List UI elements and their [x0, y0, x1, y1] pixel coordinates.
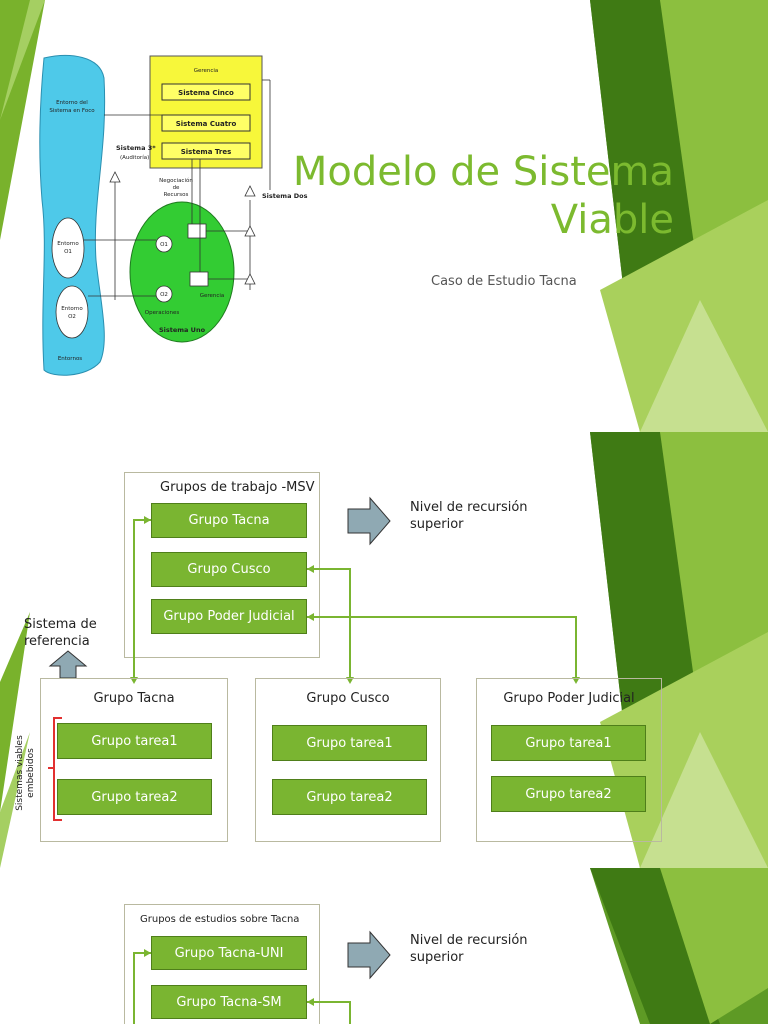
green-facet-decoration: [590, 868, 768, 1024]
box-grupo-tarea2: Grupo tarea2: [491, 776, 646, 812]
svg-text:Entorno: Entorno: [61, 306, 83, 312]
box-grupo-tarea1: Grupo tarea1: [272, 725, 427, 761]
connector-lines: [133, 930, 391, 1024]
box-grupo-tacna-sm: Grupo Tacna-SM: [151, 985, 307, 1019]
svg-text:Sistema en Foco: Sistema en Foco: [49, 108, 95, 114]
svg-text:(Auditoría): (Auditoría): [120, 154, 149, 161]
box-grupo-poder-judicial: Grupo Poder Judicial: [151, 599, 307, 634]
subgroup-tacna-container: [40, 678, 228, 842]
green-facet-decoration: [0, 0, 768, 432]
subgroup-poder-judicial-container: [476, 678, 662, 842]
container-title: Grupos de estudios sobre Tacna: [140, 914, 300, 925]
svg-text:O1: O1: [64, 249, 72, 255]
svg-text:Sistema 3*: Sistema 3*: [116, 144, 156, 152]
grupos-trabajo-container: [124, 472, 320, 658]
grupos-estudios-container: [124, 904, 320, 1024]
slide-subtitle: Caso de Estudio Tacna: [431, 274, 577, 289]
slide-3: Grupos de estudios sobre Tacna Grupo Tac…: [0, 868, 768, 1024]
box-grupo-tacna: Grupo Tacna: [151, 503, 307, 538]
arrow-right-icon: [347, 496, 391, 546]
svg-text:Sistema Uno: Sistema Uno: [159, 326, 206, 334]
svg-text:Sistema Cinco: Sistema Cinco: [178, 89, 234, 97]
svg-text:Entornos: Entornos: [58, 356, 82, 362]
svg-text:Sistema Cuatro: Sistema Cuatro: [176, 120, 237, 128]
svg-text:de: de: [173, 185, 180, 191]
box-grupo-tarea1: Grupo tarea1: [491, 725, 646, 761]
vsm-label-gerencia: Gerencia: [194, 68, 219, 74]
svg-text:O2: O2: [68, 314, 76, 320]
subgroup-title: Grupo Poder Judicial: [503, 691, 635, 706]
arrow-right-icon: [347, 930, 391, 980]
subgroup-title: Grupo Cusco: [306, 691, 390, 706]
box-grupo-tarea2: Grupo tarea2: [57, 779, 212, 815]
svg-text:Sistema Dos: Sistema Dos: [262, 192, 308, 200]
vsm-diagram: Gerencia Sistema Cinco Sistema Cuatro Si…: [39, 55, 308, 376]
svg-text:Operaciones: Operaciones: [145, 310, 180, 316]
slide-1: Gerencia Sistema Cinco Sistema Cuatro Si…: [0, 0, 768, 432]
svg-text:Gerencia: Gerencia: [200, 293, 225, 299]
svg-text:O1: O1: [160, 242, 168, 248]
svg-text:O2: O2: [160, 292, 168, 298]
svg-text:Negociación: Negociación: [159, 177, 193, 184]
connector-lines: [48, 496, 580, 821]
svg-text:Entorno del: Entorno del: [56, 100, 88, 106]
svg-text:Recursos: Recursos: [164, 192, 189, 198]
arrow-up-icon: [48, 650, 88, 679]
box-grupo-tarea1: Grupo tarea1: [57, 723, 212, 759]
svg-text:Entorno: Entorno: [57, 241, 79, 247]
container-title: Grupos de trabajo -MSV: [160, 480, 315, 495]
svg-text:Sistema Tres: Sistema Tres: [181, 148, 232, 156]
box-grupo-cusco: Grupo Cusco: [151, 552, 307, 587]
box-grupo-tarea2: Grupo tarea2: [272, 779, 427, 815]
subgroup-cusco-container: [255, 678, 441, 842]
slide-2: Grupos de trabajo -MSV Grupo Tacna Grupo…: [0, 432, 768, 868]
subgroup-title: Grupo Tacna: [93, 691, 175, 706]
box-grupo-tacna-uni: Grupo Tacna-UNI: [151, 936, 307, 970]
